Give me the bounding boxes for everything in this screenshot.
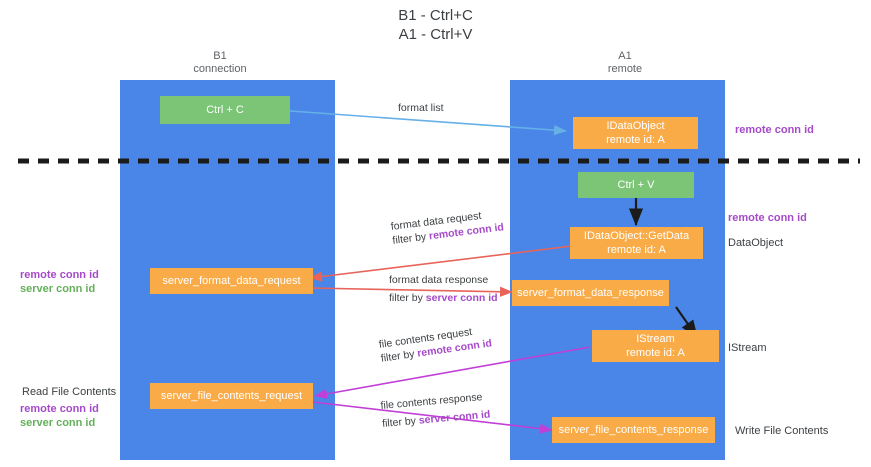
edge-label-file-contents-response: file contents response filter by server … xyxy=(380,390,491,431)
right-label-remote-conn-id-top: remote conn id xyxy=(735,124,814,136)
filter-prefix: filter by xyxy=(391,230,430,247)
node-ctrl-v[interactable]: Ctrl + V xyxy=(578,172,694,198)
node-server-format-data-request-label: server_format_data_request xyxy=(162,275,301,287)
node-ctrl-c[interactable]: Ctrl + C xyxy=(160,96,290,124)
node-server-format-data-response-label: server_format_data_response xyxy=(517,287,664,299)
filter-prefix-2: filter by xyxy=(389,292,426,304)
node-idataobject-line2: remote id: A xyxy=(606,134,665,146)
node-ctrl-c-label: Ctrl + C xyxy=(206,104,244,116)
edge-label-format-list: format list xyxy=(398,102,444,114)
right-label-remote-conn-id-mid: remote conn id xyxy=(728,212,807,224)
node-server-format-data-response[interactable]: server_format_data_response xyxy=(512,280,669,306)
column-header-b1: B1 connection xyxy=(130,50,310,76)
left-label-remote-conn-id: remote conn id xyxy=(20,269,99,281)
node-server-file-contents-request-label: server_file_contents_request xyxy=(160,390,303,402)
right-label-istream: IStream xyxy=(728,342,767,354)
node-istream-line2: remote id: A xyxy=(626,347,685,359)
left-label-read-file-contents: Read File Contents xyxy=(22,386,117,398)
node-istream[interactable]: IStream remote id: A xyxy=(592,330,719,362)
title-line-1: B1 - Ctrl+C xyxy=(398,7,473,24)
left-label-server-conn-id-2: server conn id xyxy=(20,417,96,429)
right-label-dataobject: DataObject xyxy=(728,237,784,249)
node-server-file-contents-response-label: server_file_contents_response xyxy=(558,424,709,436)
node-idataobject-getdata-line1: IDataObject::GetData xyxy=(583,230,690,242)
edge-label-format-data-response: format data response filter by server co… xyxy=(389,273,498,305)
edge-label-file-contents-request: file contents request filter by remote c… xyxy=(378,322,493,365)
node-ctrl-v-label: Ctrl + V xyxy=(617,179,655,191)
edge-label-format-data-response-main: format data response xyxy=(389,274,489,286)
column-header-b1-title: B1 xyxy=(213,50,227,62)
right-label-write-file-contents: Write File Contents xyxy=(735,425,829,437)
filter-value-server-conn-id: server conn id xyxy=(425,292,498,304)
filter-prefix-3: filter by xyxy=(380,347,419,365)
node-server-file-contents-request[interactable]: server_file_contents_request xyxy=(150,383,313,409)
node-idataobject-getdata-line2: remote id: A xyxy=(607,244,666,256)
node-idataobject[interactable]: IDataObject remote id: A xyxy=(573,117,698,149)
edge-label-format-data-request: format data request filter by remote con… xyxy=(390,206,505,247)
edge-label-format-data-response-filter: filter by server conn id xyxy=(389,291,498,305)
left-label-remote-conn-id-2: remote conn id xyxy=(20,403,99,415)
column-header-a1: A1 remote xyxy=(535,50,715,76)
column-header-a1-title: A1 xyxy=(618,50,632,62)
node-server-file-contents-response[interactable]: server_file_contents_response xyxy=(552,417,715,443)
filter-value-server-conn-id-2: server conn id xyxy=(418,408,491,427)
node-istream-line1: IStream xyxy=(636,333,675,345)
node-idataobject-line1: IDataObject xyxy=(606,120,665,132)
column-header-b1-subtitle: connection xyxy=(193,63,247,75)
node-server-format-data-request[interactable]: server_format_data_request xyxy=(150,268,313,294)
filter-prefix-4: filter by xyxy=(381,414,420,430)
title-line-2: A1 - Ctrl+V xyxy=(398,26,473,43)
node-idataobject-getdata[interactable]: IDataObject::GetData remote id: A xyxy=(570,227,703,259)
diagram-title: B1 - Ctrl+C A1 - Ctrl+V xyxy=(0,6,871,44)
left-label-server-conn-id: server conn id xyxy=(20,283,96,295)
column-header-a1-subtitle: remote xyxy=(607,63,643,75)
